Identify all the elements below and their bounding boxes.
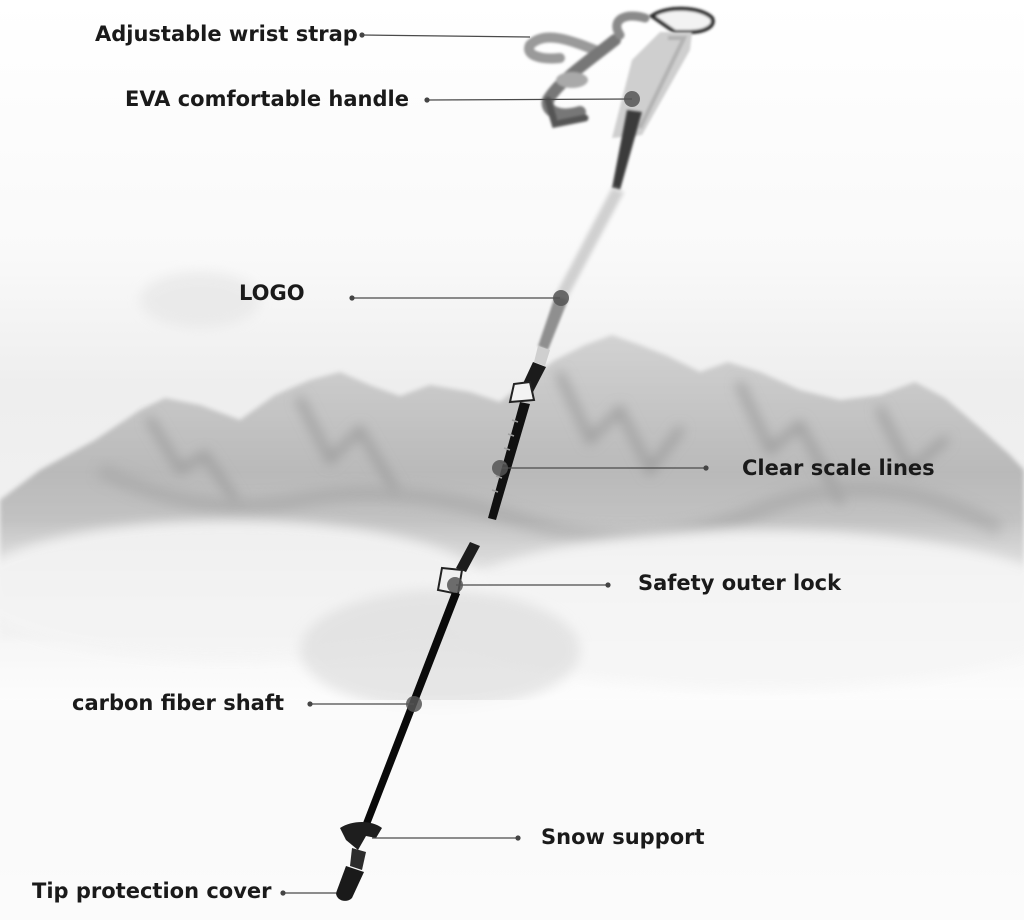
upper-shaft xyxy=(538,110,642,350)
dot-shaft xyxy=(307,701,313,707)
marker-handle xyxy=(624,91,640,107)
label-scale-lines: Clear scale lines xyxy=(742,456,935,480)
dot-scale-lines xyxy=(703,465,709,471)
part-markers xyxy=(406,91,640,712)
leader-handle xyxy=(426,98,633,101)
leader-dots xyxy=(280,32,709,896)
marker-scale-lines xyxy=(492,460,508,476)
label-logo: LOGO xyxy=(239,281,305,305)
snow-basket xyxy=(340,822,382,870)
marker-logo xyxy=(553,290,569,306)
dot-handle xyxy=(424,97,430,103)
label-snow-support: Snow support xyxy=(541,825,705,849)
marker-outer-lock xyxy=(447,577,463,593)
dot-outer-lock xyxy=(605,582,611,588)
dot-logo xyxy=(349,295,355,301)
tip-cover xyxy=(336,866,364,901)
label-shaft: carbon fiber shaft xyxy=(72,691,284,715)
leader-lines xyxy=(283,34,706,894)
mountain-range xyxy=(0,272,1024,920)
marker-shaft xyxy=(406,696,422,712)
middle-shaft xyxy=(488,346,550,520)
label-outer-lock: Safety outer lock xyxy=(638,571,842,595)
dot-tip-cover xyxy=(280,890,286,896)
label-wrist-strap: Adjustable wrist strap xyxy=(95,22,358,46)
label-tip-cover: Tip protection cover xyxy=(32,879,272,903)
dot-wrist-strap xyxy=(359,32,365,38)
dot-snow-support xyxy=(515,835,521,841)
leader-wrist-strap xyxy=(361,34,531,38)
label-handle: EVA comfortable handle xyxy=(125,87,409,111)
